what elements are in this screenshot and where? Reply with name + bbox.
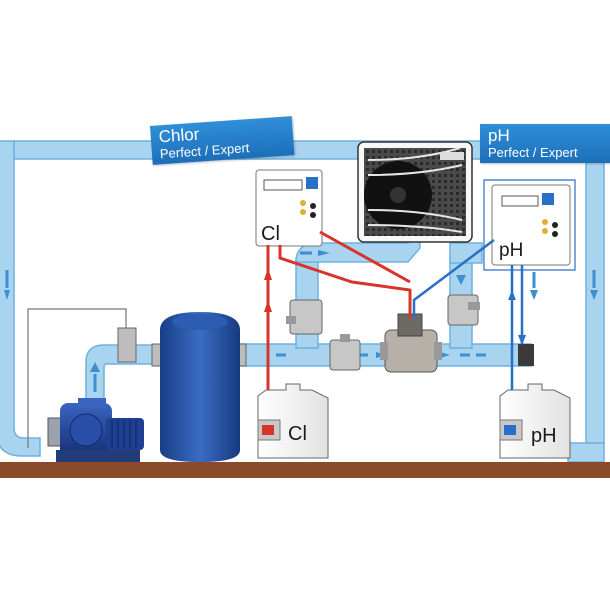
ph-controller-label: pH — [499, 240, 523, 261]
chlor-canister-label: Cl — [288, 423, 307, 445]
chlor-controller: Cl — [255, 169, 323, 247]
heater-outlet-pipe — [449, 242, 483, 264]
ph-controller: pH — [491, 184, 571, 266]
heat-pump-icon — [357, 141, 473, 243]
pump-cable — [27, 308, 127, 448]
ph-banner-title: pH — [488, 126, 510, 145]
valve-icon — [286, 294, 480, 373]
sand-filter-icon — [151, 312, 247, 462]
flow-arrow-down-left — [4, 290, 10, 300]
ph-banner: pH Perfect / Expert — [480, 124, 610, 163]
ph-banner-subtitle: Perfect / Expert — [488, 145, 578, 160]
ph-injector — [518, 344, 534, 366]
right-bottom-pipe — [567, 442, 605, 463]
flow-arrow-up-pump — [90, 362, 100, 372]
chlor-controller-label: Cl — [261, 223, 280, 245]
flow-arrow-down-right — [590, 290, 598, 300]
ground-line — [0, 462, 610, 478]
chlor-canister: Cl — [257, 383, 329, 459]
canister-icon — [257, 383, 329, 459]
pump-icon — [47, 327, 144, 462]
flow-arrows — [4, 250, 598, 392]
left-return-pipe — [0, 140, 41, 457]
flow-arrow-down-bypass — [456, 275, 466, 285]
controller-icon — [306, 177, 318, 189]
ph-frame — [483, 179, 576, 271]
ph-canister: pH — [499, 383, 571, 459]
flow-arrow-right-1 — [440, 352, 450, 358]
flow-arrow-heater — [318, 250, 330, 256]
flow-arrow-ph — [530, 290, 538, 300]
ph-canister-label: pH — [531, 425, 557, 447]
